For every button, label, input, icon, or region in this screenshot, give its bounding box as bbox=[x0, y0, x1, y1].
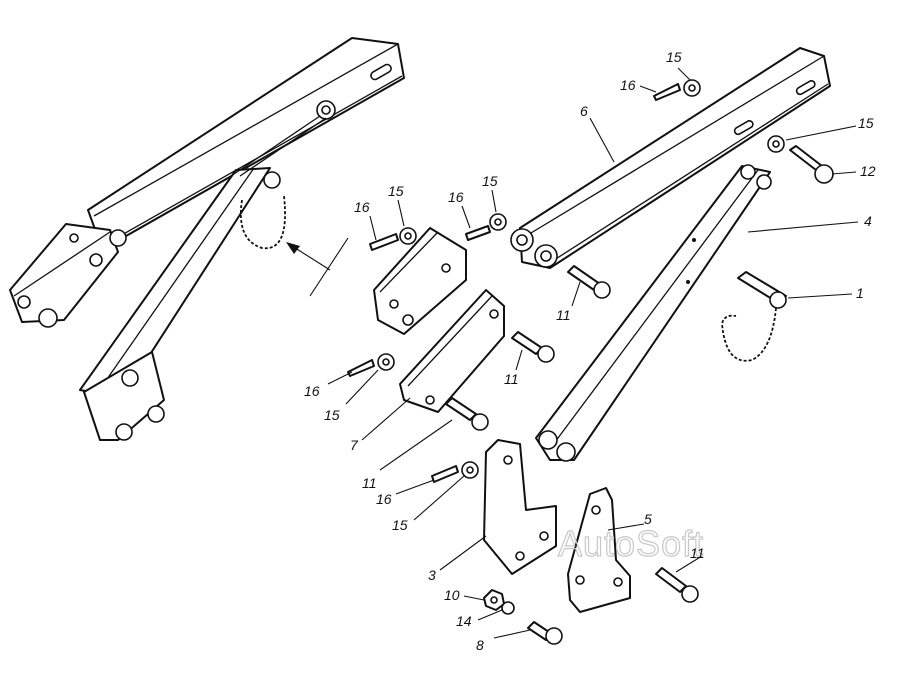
callout-labels: 15 16 6 15 12 4 1 16 15 16 15 11 11 16 1… bbox=[304, 49, 876, 653]
callout-16: 16 bbox=[376, 491, 392, 507]
callout-15: 15 bbox=[388, 183, 404, 199]
left-lower-bracket bbox=[83, 351, 165, 441]
callout-15: 15 bbox=[392, 517, 408, 533]
part-7-bracket-upper bbox=[373, 227, 467, 335]
callout-1: 1 bbox=[856, 285, 864, 301]
part-12-bolt bbox=[789, 145, 834, 184]
callout-4: 4 bbox=[864, 213, 872, 229]
callout-11: 11 bbox=[690, 545, 705, 561]
bolts-11 bbox=[445, 265, 699, 603]
callout-11: 11 bbox=[556, 307, 571, 323]
callout-6: 6 bbox=[580, 103, 588, 119]
callout-7: 7 bbox=[350, 437, 359, 453]
part-4-lower-strut bbox=[535, 164, 772, 462]
callout-16: 16 bbox=[448, 189, 464, 205]
watermark-text: AutoSoft bbox=[558, 523, 704, 564]
hardware-10-14-8 bbox=[483, 589, 563, 645]
assembled-frame bbox=[9, 37, 405, 441]
callout-14: 14 bbox=[456, 613, 472, 629]
callout-10: 10 bbox=[444, 587, 460, 603]
callout-15: 15 bbox=[324, 407, 340, 423]
callout-15: 15 bbox=[482, 173, 498, 189]
callout-16: 16 bbox=[304, 383, 320, 399]
part-5-plate bbox=[567, 487, 631, 613]
left-end-box bbox=[9, 223, 119, 323]
callout-15: 15 bbox=[666, 49, 682, 65]
part-7-bracket-lower bbox=[399, 289, 505, 413]
callout-16: 16 bbox=[354, 199, 370, 215]
callout-5: 5 bbox=[644, 511, 652, 527]
callout-16: 16 bbox=[620, 77, 636, 93]
callout-11: 11 bbox=[362, 475, 377, 491]
callout-15: 15 bbox=[858, 115, 874, 131]
part-1-pin-chain bbox=[721, 271, 787, 362]
callout-12: 12 bbox=[860, 163, 876, 179]
washers-cotters-right bbox=[653, 79, 785, 153]
left-pin-chain bbox=[240, 195, 286, 250]
callout-3: 3 bbox=[428, 567, 436, 583]
part-6-upper-beam bbox=[510, 47, 831, 269]
callout-11: 11 bbox=[504, 371, 519, 387]
callout-8: 8 bbox=[476, 637, 484, 653]
leader-lines bbox=[327, 67, 859, 639]
part-3-plate bbox=[483, 439, 557, 575]
washers-cotters-centre bbox=[347, 213, 507, 483]
